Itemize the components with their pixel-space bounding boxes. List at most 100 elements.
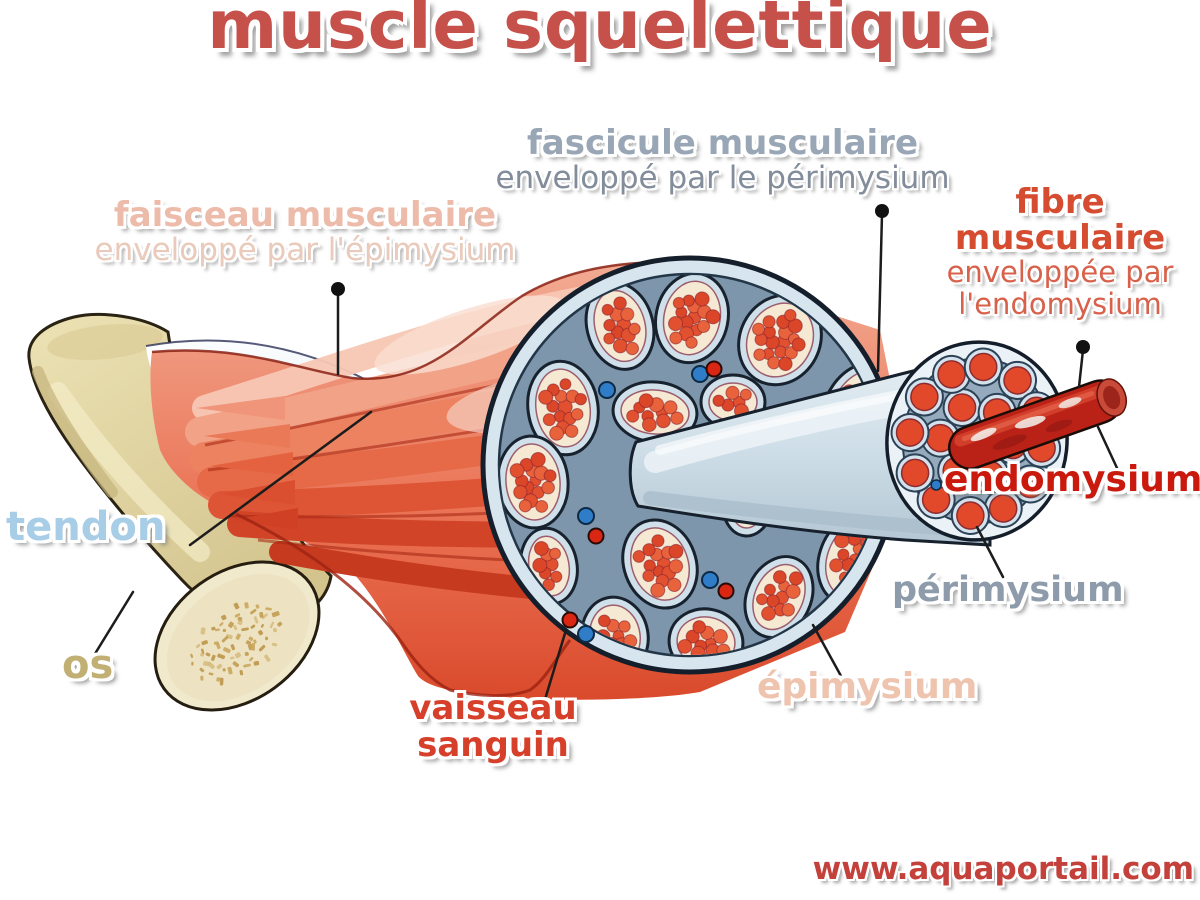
bone-speckle <box>248 636 254 642</box>
bone-speckle <box>251 643 255 651</box>
bone-speckle <box>211 626 216 631</box>
bone-speckle <box>213 641 219 645</box>
muscle-fiber-dot <box>755 593 768 606</box>
muscle-fiber-dot <box>543 469 557 483</box>
muscle-fiber-dot <box>739 388 752 401</box>
bone-speckle <box>269 621 275 629</box>
bone-speckle <box>253 639 257 644</box>
fascicle <box>621 518 699 610</box>
label-perimysium: périmysium <box>892 570 1124 610</box>
muscle-fiber-dot <box>764 583 776 596</box>
fascicle-fiber <box>895 453 935 493</box>
bone-speckle <box>259 611 264 618</box>
muscle-fiber-dot <box>672 296 686 310</box>
watermark-url: www.aquaportail.com <box>812 851 1194 887</box>
fiber-core <box>910 382 939 412</box>
label-vaisseau-line2: sanguin <box>417 725 569 765</box>
label-vaisseau-sanguin: vaisseau sanguin <box>393 690 593 764</box>
muscle-fiber-dot <box>677 638 693 654</box>
fiber-core <box>1003 366 1032 395</box>
muscle-fiber-dot <box>697 319 711 333</box>
muscle-fiber-dot <box>685 336 698 349</box>
fascicle-fiber <box>998 360 1038 400</box>
muscle-fiber-dot <box>549 547 561 560</box>
label-faisceau-line1: faisceau musculaire <box>113 195 497 235</box>
label-fibre-line3: enveloppée par <box>946 255 1174 289</box>
bone-speckle <box>233 625 238 631</box>
bone-speckle <box>227 666 233 675</box>
muscle-finger <box>220 480 295 505</box>
fascicle <box>654 275 730 365</box>
bone-speckle <box>258 644 266 652</box>
muscle-fiber-dot <box>669 331 683 345</box>
muscle-fiber-dot <box>535 499 549 513</box>
bone-speckle <box>221 614 227 621</box>
bone-speckles <box>190 602 283 686</box>
bone-speckle <box>245 640 252 646</box>
muscle-bottom-outline <box>235 512 572 698</box>
muscle-fiber-dot <box>754 333 768 347</box>
leader-os <box>91 590 135 659</box>
muscle-fiber-dot <box>632 550 646 563</box>
muscle-fiber-dot <box>642 569 655 583</box>
blood-vessel-dot-red <box>705 360 723 378</box>
bone-speckle <box>210 654 216 661</box>
bone-speckle <box>244 651 249 657</box>
leader-dot-fibre <box>1076 340 1090 354</box>
fiber-core <box>937 360 966 389</box>
muscle-fiber-dot <box>625 341 640 356</box>
fascicle-fiber <box>916 480 956 520</box>
leader-epimysium <box>811 623 843 678</box>
label-fibre-line1: fibre <box>1015 182 1105 222</box>
muscle-fiber-dot <box>752 322 766 336</box>
bone-speckle <box>241 627 249 632</box>
muscle-fiber-dot <box>656 413 671 429</box>
rod-tip-core <box>1103 385 1121 410</box>
bone-speckle <box>260 624 264 628</box>
muscle-fiber-dot <box>597 614 611 628</box>
muscle-fiber-dot <box>788 571 804 586</box>
label-fibre-line2: musculaire <box>954 218 1166 258</box>
muscle-fiber-dot <box>694 291 710 307</box>
blood-vessel-dot-blue <box>930 479 942 491</box>
label-vaisseau-line1: vaisseau <box>409 688 577 728</box>
muscle-fiber-dot <box>550 570 563 583</box>
bone-speckle <box>272 627 278 633</box>
muscle-fiber-dot <box>541 480 555 495</box>
page-title: muscle squelettique <box>207 0 993 64</box>
fiber-core <box>947 393 977 422</box>
label-fascicule-musculaire: fascicule musculaire enveloppé par le pé… <box>440 125 1005 194</box>
fiber-core <box>956 501 985 530</box>
muscle-fiber-dot <box>761 606 776 621</box>
label-faisceau-line2: enveloppé par l'épimysium <box>94 231 516 268</box>
muscle-fiber-dot <box>518 499 532 513</box>
muscle-fiber-dot <box>603 318 616 332</box>
muscle-fiber-dot <box>612 338 628 354</box>
muscle-fiber-dot <box>667 577 682 593</box>
muscle-fiber-dot <box>668 559 684 574</box>
label-fibre-line4: l'endomysium <box>958 287 1162 321</box>
muscle-fiber-dot <box>829 558 844 573</box>
muscle-top-outline <box>151 260 669 381</box>
bone-speckle <box>219 677 224 686</box>
leader-dot-faisceau <box>331 282 345 296</box>
fiber-core <box>900 458 930 488</box>
muscle-fiber-dot <box>564 424 579 438</box>
muscle-fiber-dot <box>549 425 565 441</box>
muscle-fiber-dot <box>705 309 721 325</box>
bone-speckle <box>261 613 268 620</box>
bone-speckle <box>229 656 235 660</box>
rod-gloss <box>1014 415 1046 429</box>
muscle-fiber-dot <box>574 392 587 406</box>
muscle-fiber-rod <box>948 378 1128 470</box>
blood-vessel-dot-red <box>561 611 579 629</box>
muscle-fiber-dot <box>542 413 556 427</box>
muscle-fiber-dot <box>781 603 795 617</box>
label-fibre-musculaire: fibre musculaire enveloppée par l'endomy… <box>925 184 1195 320</box>
bone-speckle <box>271 642 278 647</box>
blood-vessel-dot-blue <box>598 381 616 399</box>
fascicle <box>737 293 823 387</box>
leader-dots <box>331 204 1090 354</box>
